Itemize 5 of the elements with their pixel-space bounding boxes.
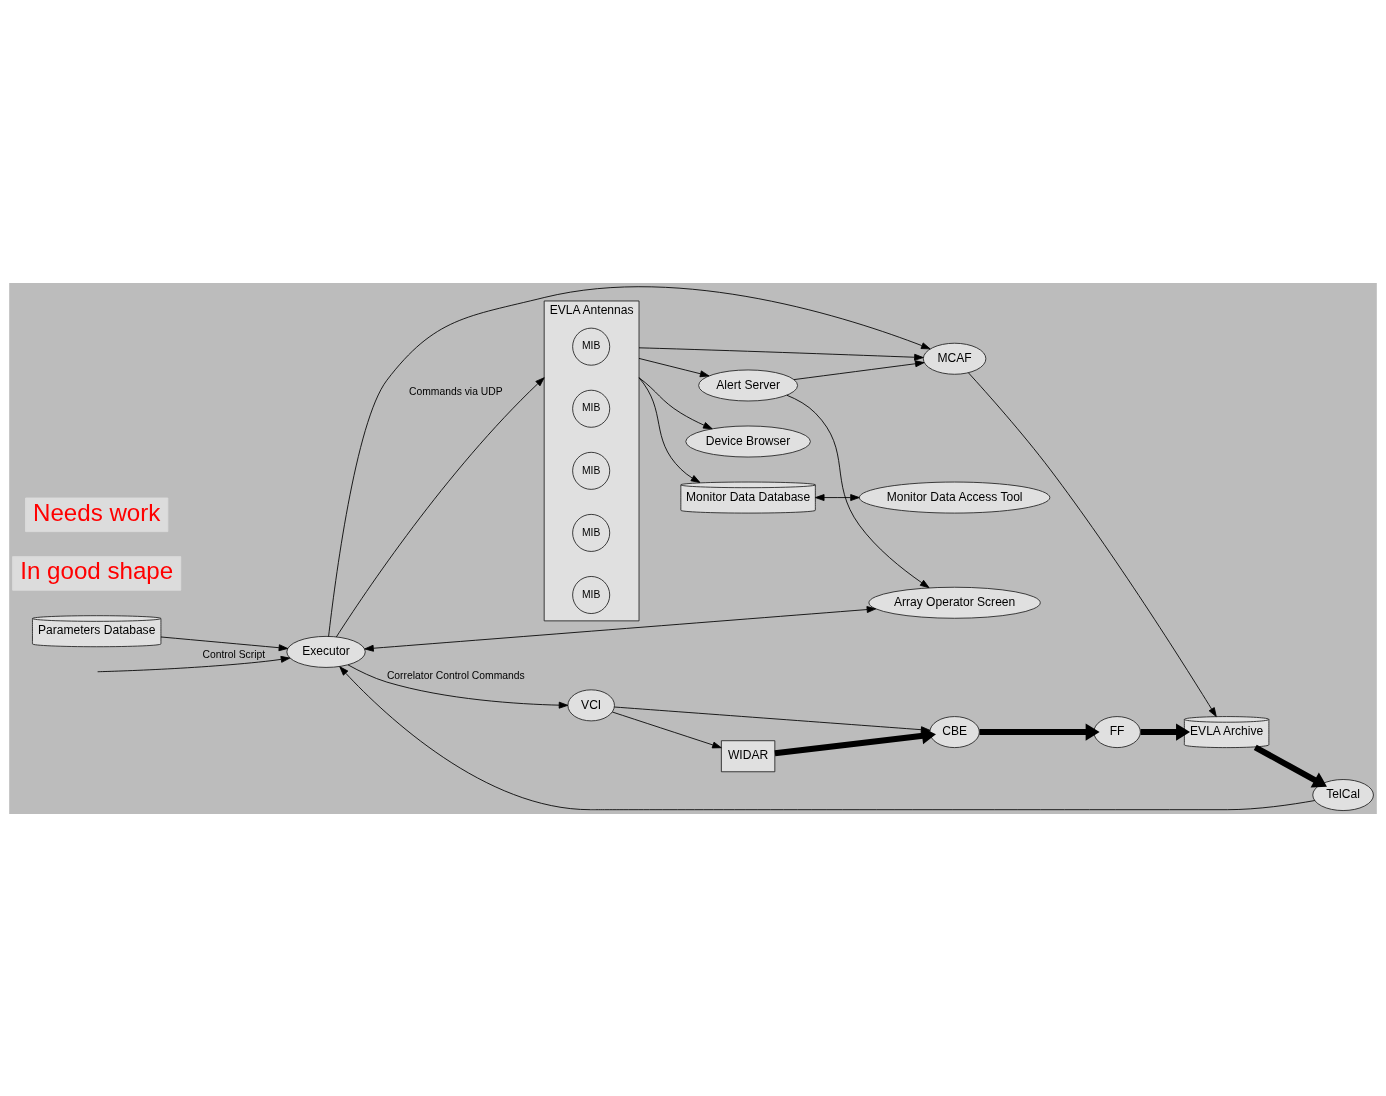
edge-label: Correlator Control Commands [386,669,525,681]
edge-label: Control Script [202,648,266,660]
label: In good shape [20,556,174,584]
edge-label: Commands via UDP [409,385,503,397]
label: Needs work [33,498,161,526]
